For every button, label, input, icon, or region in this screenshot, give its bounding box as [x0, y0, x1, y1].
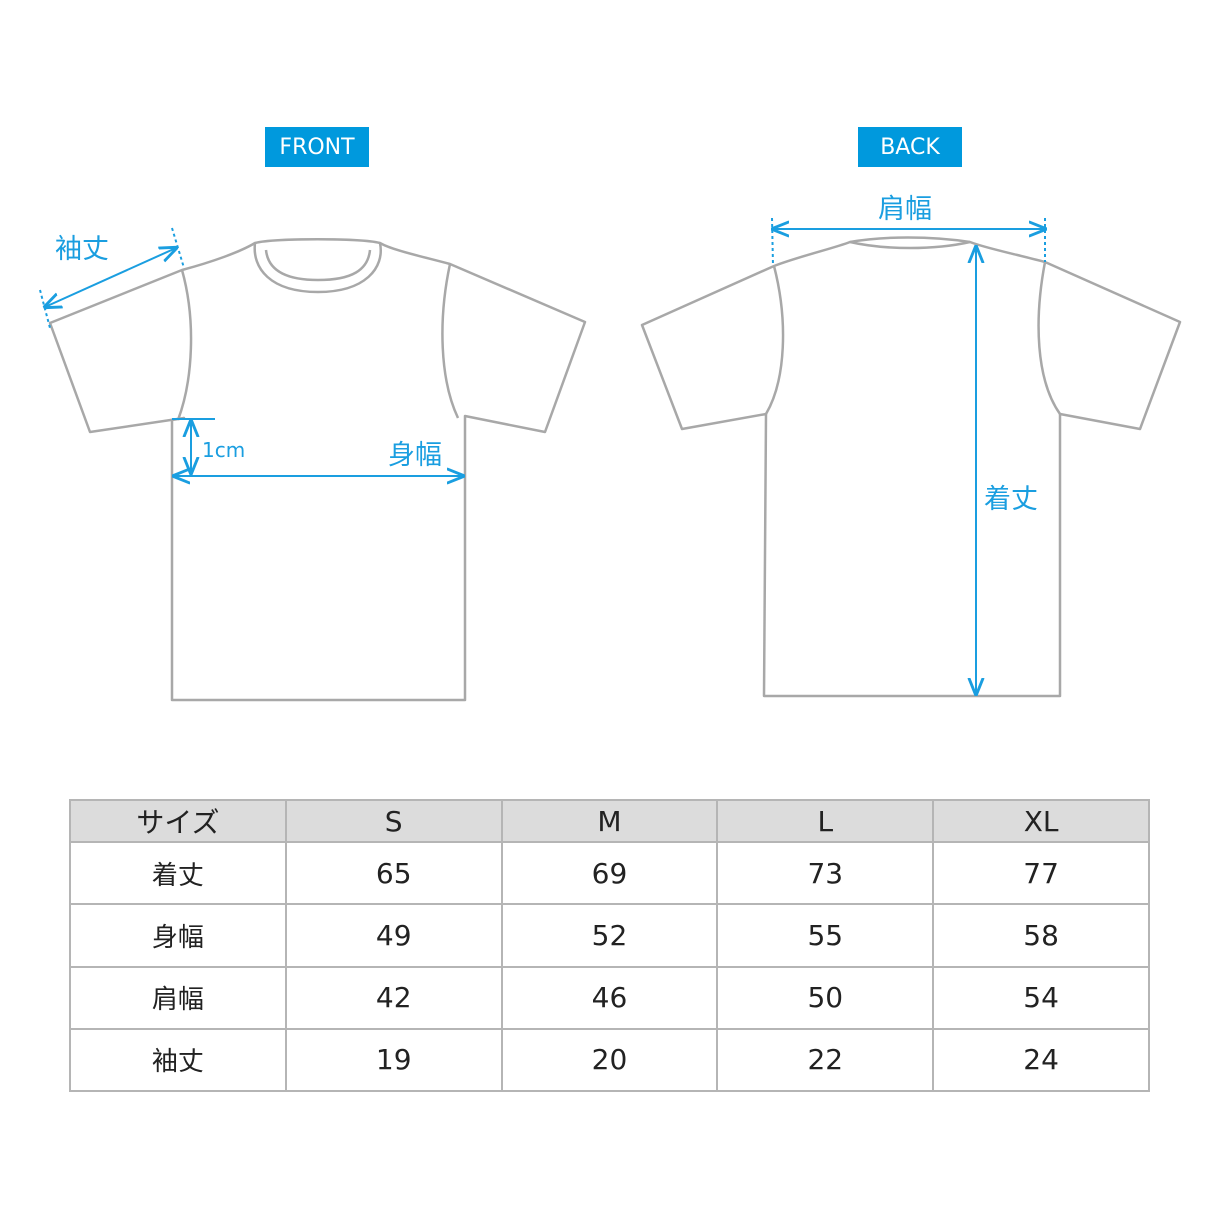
table-header-row: サイズ S M L XL	[69, 799, 1150, 843]
header-cell: M	[500, 799, 719, 843]
size-table: サイズ S M L XL 着丈 65 69 73 77 身幅 49 52 55 …	[69, 799, 1150, 1093]
table-row: 着丈 65 69 73 77	[69, 840, 1150, 906]
tshirt-diagram	[39, 217, 1182, 702]
table-cell: 50	[716, 965, 935, 1030]
table-cell: 46	[500, 965, 719, 1030]
total-length-label: 着丈	[984, 484, 1038, 515]
offset-label: 1cm	[202, 438, 246, 462]
row-label: 肩幅	[69, 965, 287, 1030]
sleeve-length-dimension	[39, 227, 185, 329]
header-cell: S	[284, 799, 503, 843]
table-row: 袖丈 19 20 22 24	[69, 1027, 1150, 1093]
header-cell: L	[716, 799, 935, 843]
row-label: 身幅	[69, 903, 287, 968]
table-row: 身幅 49 52 55 58	[69, 903, 1150, 968]
table-cell: 77	[932, 840, 1150, 906]
table-cell: 52	[500, 903, 719, 968]
shoulder-width-dimension	[771, 217, 1045, 267]
header-cell: サイズ	[69, 799, 287, 843]
back-shirt-outline	[640, 236, 1182, 698]
table-cell: 54	[932, 965, 1150, 1030]
shoulder-width-label: 肩幅	[878, 194, 932, 225]
table-cell: 49	[284, 903, 503, 968]
table-cell: 73	[716, 840, 935, 906]
table-cell: 42	[284, 965, 503, 1030]
row-label: 袖丈	[69, 1027, 287, 1093]
table-row: 肩幅 42 46 50 54	[69, 965, 1150, 1030]
sleeve-length-label: 袖丈	[55, 234, 109, 265]
front-shirt-outline	[48, 238, 587, 702]
table-cell: 55	[716, 903, 935, 968]
front-view-tag: FRONT	[265, 127, 369, 167]
table-cell: 65	[284, 840, 503, 906]
table-cell: 20	[500, 1027, 719, 1093]
row-label: 着丈	[69, 840, 287, 906]
back-view-tag: BACK	[858, 127, 962, 167]
table-cell: 58	[932, 903, 1150, 968]
table-cell: 24	[932, 1027, 1150, 1093]
header-cell: XL	[932, 799, 1150, 843]
offset-dimension	[172, 418, 215, 473]
table-cell: 69	[500, 840, 719, 906]
body-width-label: 身幅	[388, 440, 442, 471]
table-cell: 22	[716, 1027, 935, 1093]
table-cell: 19	[284, 1027, 503, 1093]
